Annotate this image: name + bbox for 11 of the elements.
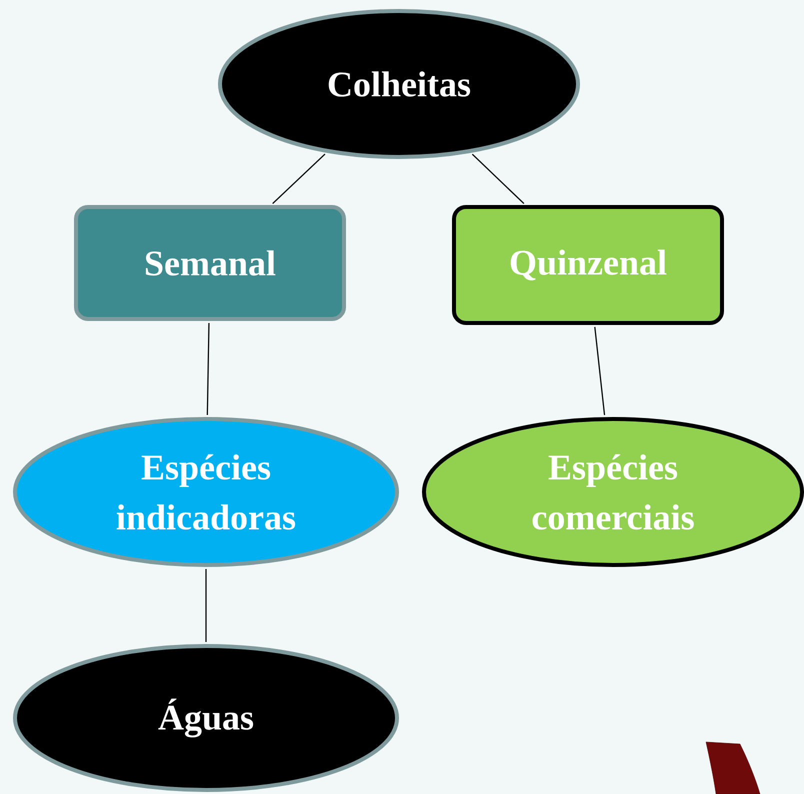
process-box: Quinzenal (452, 204, 724, 325)
ellipse-node: Colheitas (218, 8, 580, 159)
ellipse-node: Espécies indicadoras (13, 416, 399, 567)
ellipse-node: Águas (13, 644, 399, 792)
connector-line (205, 568, 207, 642)
connector-line (472, 154, 524, 204)
connector-line (594, 326, 606, 416)
ellipse-node: Espécies comerciais (422, 416, 804, 567)
connector-line (206, 322, 210, 415)
process-box: Semanal (74, 204, 346, 321)
connector-line (272, 154, 326, 204)
